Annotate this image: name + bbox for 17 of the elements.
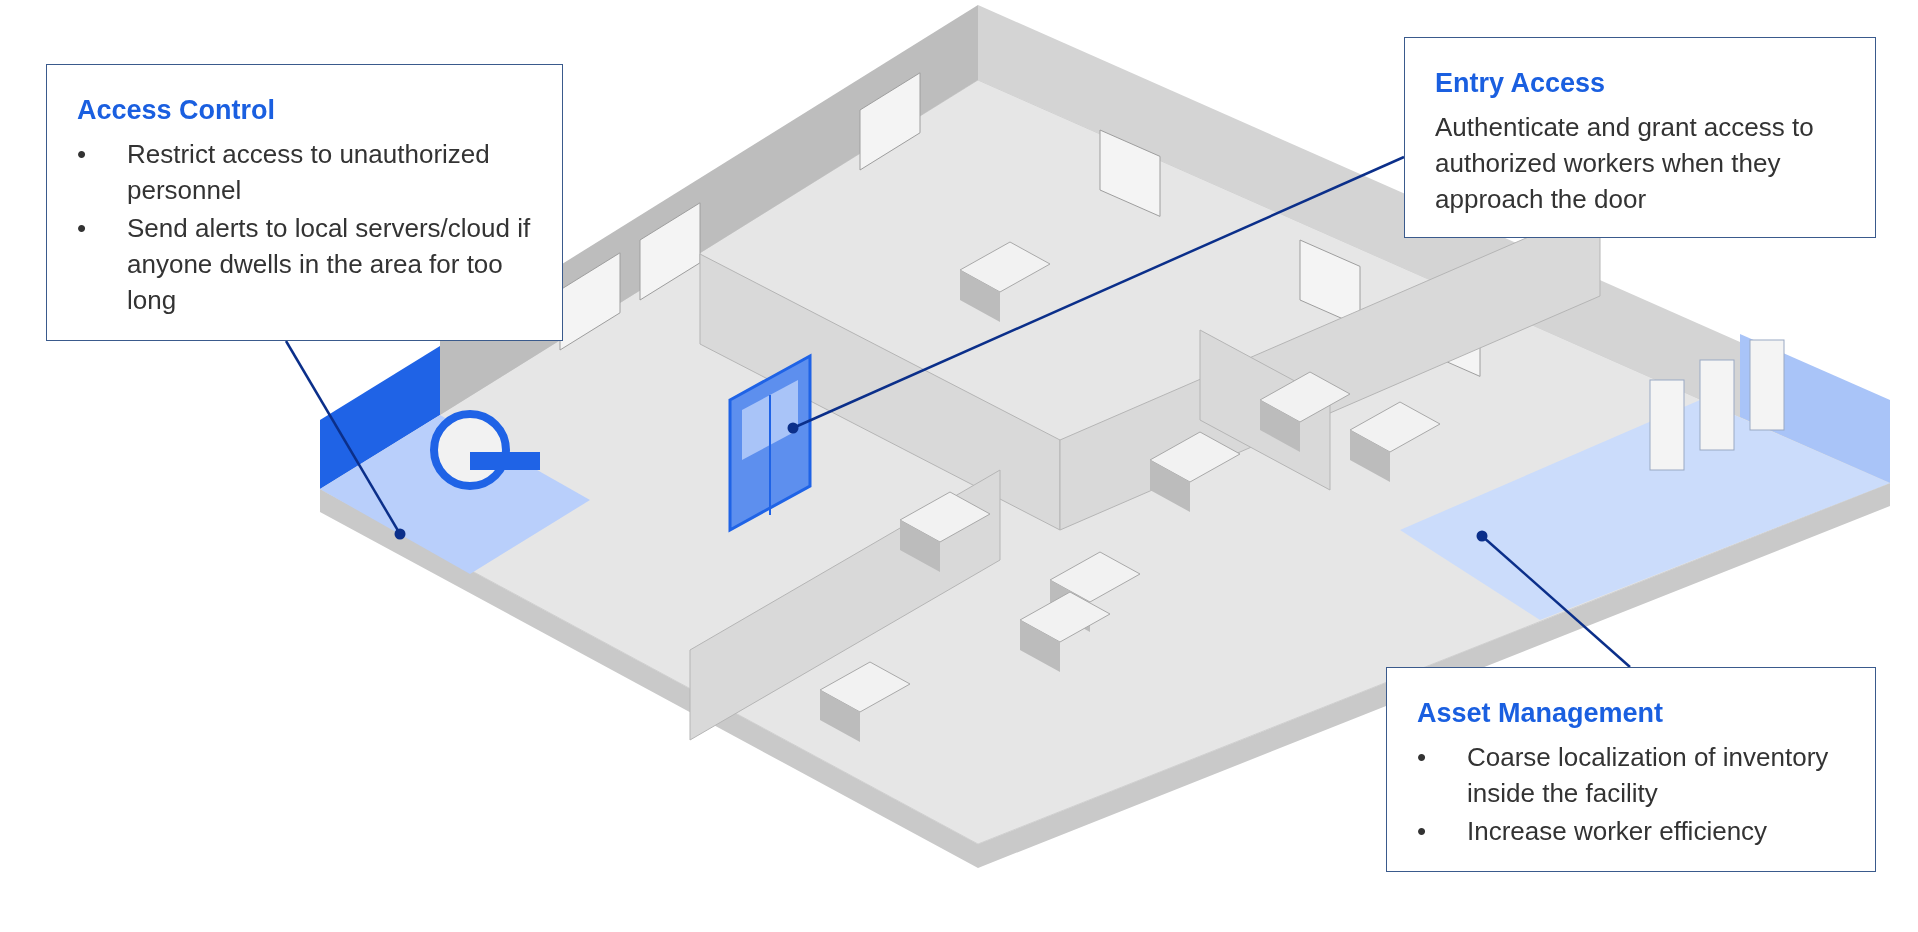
bullet-item: • Send alerts to local servers/cloud if anyone dwells in the area for too long — [77, 212, 532, 317]
callout-box — [1404, 37, 1876, 238]
callout-text: Authenticate and grant access to authorized workers when they approach the door — [1435, 111, 1815, 216]
door-drawing — [728, 353, 812, 533]
callout-heading: Access Control — [77, 95, 276, 126]
callout-box — [1386, 667, 1876, 872]
bullet-item: • Increase worker efficiency — [1417, 815, 1769, 848]
callout-box — [46, 64, 563, 341]
leader-line — [1476, 530, 1631, 668]
leader-line — [284, 340, 406, 540]
leader-line — [787, 155, 1405, 434]
callout-heading: Entry Access — [1435, 68, 1606, 99]
storage-room-drawing — [1400, 334, 1890, 620]
bullet-item: • Restrict access to unauthorized personnel — [77, 138, 491, 207]
mri-room-drawing — [320, 346, 590, 574]
callout-heading: Asset Management — [1417, 698, 1664, 729]
bullet-item: • Coarse localization of inventory inside the facility — [1417, 741, 1830, 810]
